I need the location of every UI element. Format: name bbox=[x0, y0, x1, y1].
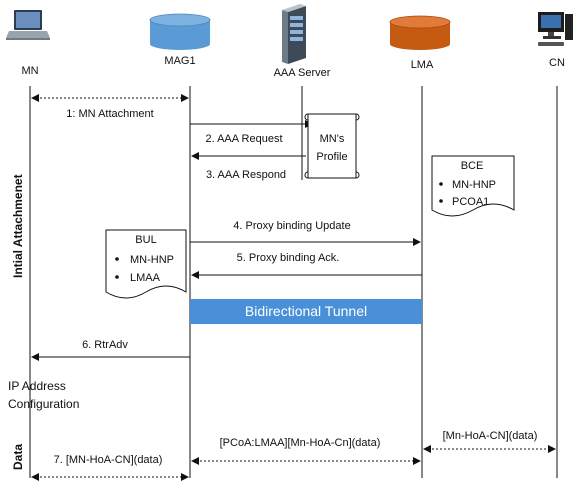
bullet-icon bbox=[439, 199, 443, 203]
bce-item: PCOA1 bbox=[452, 196, 489, 208]
entity-cn: CN bbox=[549, 57, 565, 69]
label-proxy-binding-update: 4. Proxy binding Update bbox=[233, 220, 350, 232]
label-aaa-request: 2. AAA Request bbox=[205, 133, 282, 145]
bul-item: LMAA bbox=[130, 272, 161, 284]
bullet-icon bbox=[115, 275, 119, 279]
bidirectional-tunnel-label: Bidirectional Tunnel bbox=[245, 303, 367, 319]
entity-mn: MN bbox=[21, 65, 38, 77]
label-mn-attachment: 1: MN Attachment bbox=[66, 108, 153, 120]
entity-aaa-server: AAA Server bbox=[274, 67, 331, 79]
lma-cylinder-icon bbox=[389, 15, 451, 50]
desktop-computer-icon bbox=[538, 12, 573, 46]
bce-item: MN-HNP bbox=[452, 179, 496, 191]
server-icon bbox=[282, 4, 306, 64]
bul-title: BUL bbox=[135, 234, 156, 246]
profile-scroll-icon bbox=[304, 113, 360, 179]
bce-document: BCE MN-HNP PCOA1 bbox=[431, 155, 515, 217]
label-mn-data: 7. [MN-HoA-CN](data) bbox=[54, 454, 163, 466]
bullet-icon bbox=[115, 257, 119, 261]
label-tunnel-data: [PCoA:LMAA][Mn-HoA-Cn](data) bbox=[220, 437, 381, 449]
label-cn-data: [Mn-HoA-CN](data) bbox=[443, 430, 538, 442]
profile-subtitle: Profile bbox=[316, 151, 347, 163]
lifelines bbox=[29, 86, 558, 478]
entity-mag1: MAG1 bbox=[164, 55, 195, 67]
label-rtradv: 6. RtrAdv bbox=[82, 339, 128, 351]
bullet-icon bbox=[439, 182, 443, 186]
side-label-initial-attachment: Intial Attachmenet bbox=[11, 174, 25, 278]
label-proxy-binding-ack: 5. Proxy binding Ack. bbox=[237, 252, 340, 264]
ip-config-line2: Configuration bbox=[8, 397, 79, 411]
bce-title: BCE bbox=[461, 160, 484, 172]
bul-item: MN-HNP bbox=[130, 254, 174, 266]
ip-config-line1: IP Address bbox=[8, 379, 66, 393]
bul-document: BUL MN-HNP LMAA bbox=[105, 229, 187, 299]
laptop-icon bbox=[6, 10, 50, 40]
label-aaa-respond: 3. AAA Respond bbox=[206, 169, 286, 181]
profile-title: MN's bbox=[320, 133, 345, 145]
entity-lma: LMA bbox=[411, 59, 434, 71]
side-label-data: Data bbox=[11, 444, 25, 470]
bidirectional-tunnel-bar bbox=[190, 299, 422, 324]
mag-cylinder-icon bbox=[149, 13, 211, 50]
